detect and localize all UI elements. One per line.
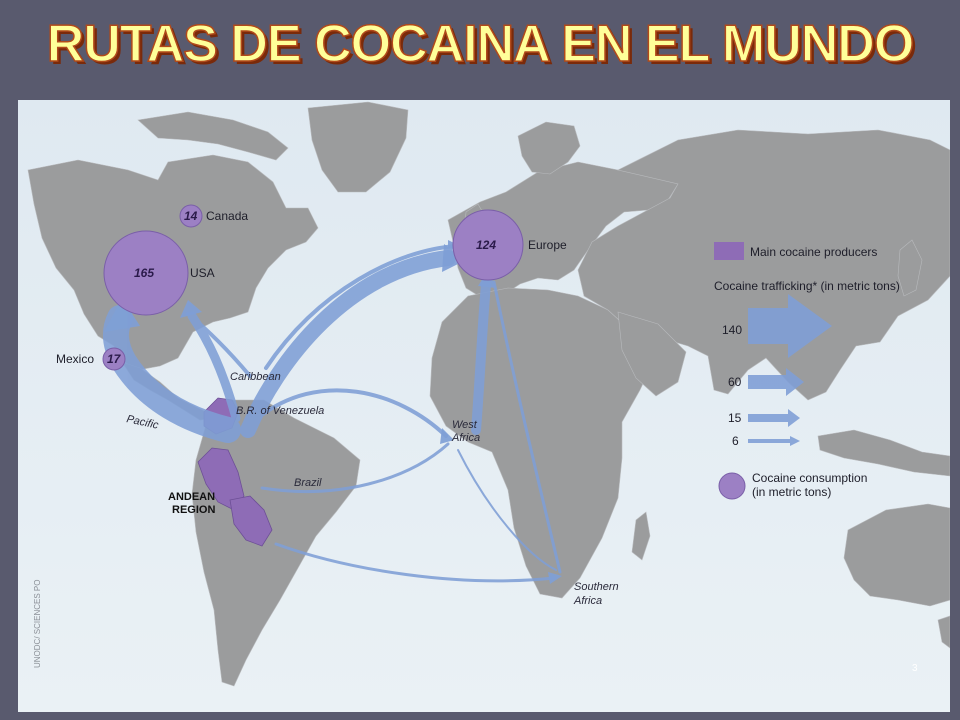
label-andean-line1: ANDEAN xyxy=(168,491,215,503)
trafficking-flows xyxy=(102,244,562,583)
africa xyxy=(429,287,655,599)
slide-title: RUTAS DE COCAINA EN EL MUNDO xyxy=(46,14,915,74)
flow-westafrica-europe xyxy=(471,279,491,435)
arrowhead-caribbean-usa xyxy=(180,300,202,318)
peru-producer xyxy=(197,447,245,511)
flow-andes-usa-pacific xyxy=(102,305,241,443)
label-caribbean: Caribbean xyxy=(230,371,281,383)
bubble-europe xyxy=(452,209,524,281)
japan xyxy=(897,239,923,297)
legend-producers-label: Main cocaine producers xyxy=(750,245,877,259)
bubble-usa-value: 165 xyxy=(134,266,154,280)
legend-trafficking-label: Cocaine trafficking* (in metric tons) xyxy=(714,279,900,293)
legend: Main cocaine producers Cocaine trafficki… xyxy=(714,242,900,500)
legend-consumption-swatch xyxy=(718,472,746,500)
flow-caribbean-europe xyxy=(264,244,458,370)
legend-arrow-15 xyxy=(748,409,800,427)
legend-producers-swatch xyxy=(714,242,744,260)
greenland xyxy=(307,101,409,193)
label-venezuela: B.R. of Venezuela xyxy=(236,405,324,417)
place-labels: Caribbean B.R. of Venezuela Pacific Braz… xyxy=(125,371,618,607)
legend-flow-6: 6 xyxy=(732,434,739,448)
bubble-mexico-place: Mexico xyxy=(56,352,94,366)
legend-arrow-140 xyxy=(748,294,832,358)
bubble-mexico xyxy=(102,347,126,371)
label-west-africa-line1: West xyxy=(452,419,478,431)
bubble-usa-label: USA xyxy=(190,266,215,280)
australia xyxy=(843,503,950,607)
label-west-africa-line2: Africa xyxy=(451,432,480,444)
madagascar xyxy=(631,511,651,561)
bubble-usa xyxy=(103,230,189,316)
legend-flow-60: 60 xyxy=(728,375,742,389)
label-southern-africa-line2: Africa xyxy=(573,595,602,607)
page-number: 3 xyxy=(912,663,918,674)
legend-flow-15: 15 xyxy=(728,411,742,425)
flow-westafrica-southernafrica xyxy=(457,449,557,571)
arctic-islands xyxy=(137,111,289,161)
bubble-canada xyxy=(179,204,203,228)
label-brazil: Brazil xyxy=(294,477,322,489)
southeast-asia-islands xyxy=(817,429,950,477)
map-frame: 165 USA 124 Europe 17 Canada Mexico 14 C… xyxy=(18,100,950,712)
arabia xyxy=(617,311,687,397)
flow-brazil-westafrica xyxy=(260,442,450,493)
flow-caribbean-north xyxy=(186,312,252,378)
legend-consumption-line1: Cocaine consumption xyxy=(752,471,867,485)
bubble-mexico-value: 17 xyxy=(107,352,122,366)
source-credit: UNODC/ SCIENCES PO xyxy=(33,580,42,668)
bubble-europe-label: Europe xyxy=(528,238,567,252)
new-zealand xyxy=(937,615,950,649)
arrowhead-southernafrica xyxy=(548,572,562,584)
bubble-canada-label: Canada xyxy=(206,209,248,223)
arrowhead-usa xyxy=(104,298,140,332)
consumption-bubbles: 165 USA 124 Europe 17 Canada Mexico 14 C… xyxy=(56,204,567,371)
legend-consumption-line2: (in metric tons) xyxy=(752,485,831,499)
asia xyxy=(577,129,950,401)
label-southern-africa-line1: Southern xyxy=(574,581,619,593)
arrowhead-westafrica xyxy=(440,428,454,444)
bubble-canada-value: 14 xyxy=(184,209,198,223)
legend-arrow-6 xyxy=(748,436,800,446)
flow-southamerica-southernafrica xyxy=(274,542,556,583)
bubble-europe-value: 124 xyxy=(476,238,496,252)
scandinavia xyxy=(517,121,581,175)
legend-arrow-60 xyxy=(748,368,804,396)
bolivia-producer xyxy=(229,495,273,547)
flow-venezuela-westafrica xyxy=(256,388,448,438)
flow-andes-europe xyxy=(240,250,456,438)
label-andean-line2: REGION xyxy=(172,504,215,516)
world-map: 165 USA 124 Europe 17 Canada Mexico 14 C… xyxy=(18,100,950,712)
legend-flow-140: 140 xyxy=(722,323,742,337)
flow-southernafrica-europe xyxy=(492,280,562,574)
